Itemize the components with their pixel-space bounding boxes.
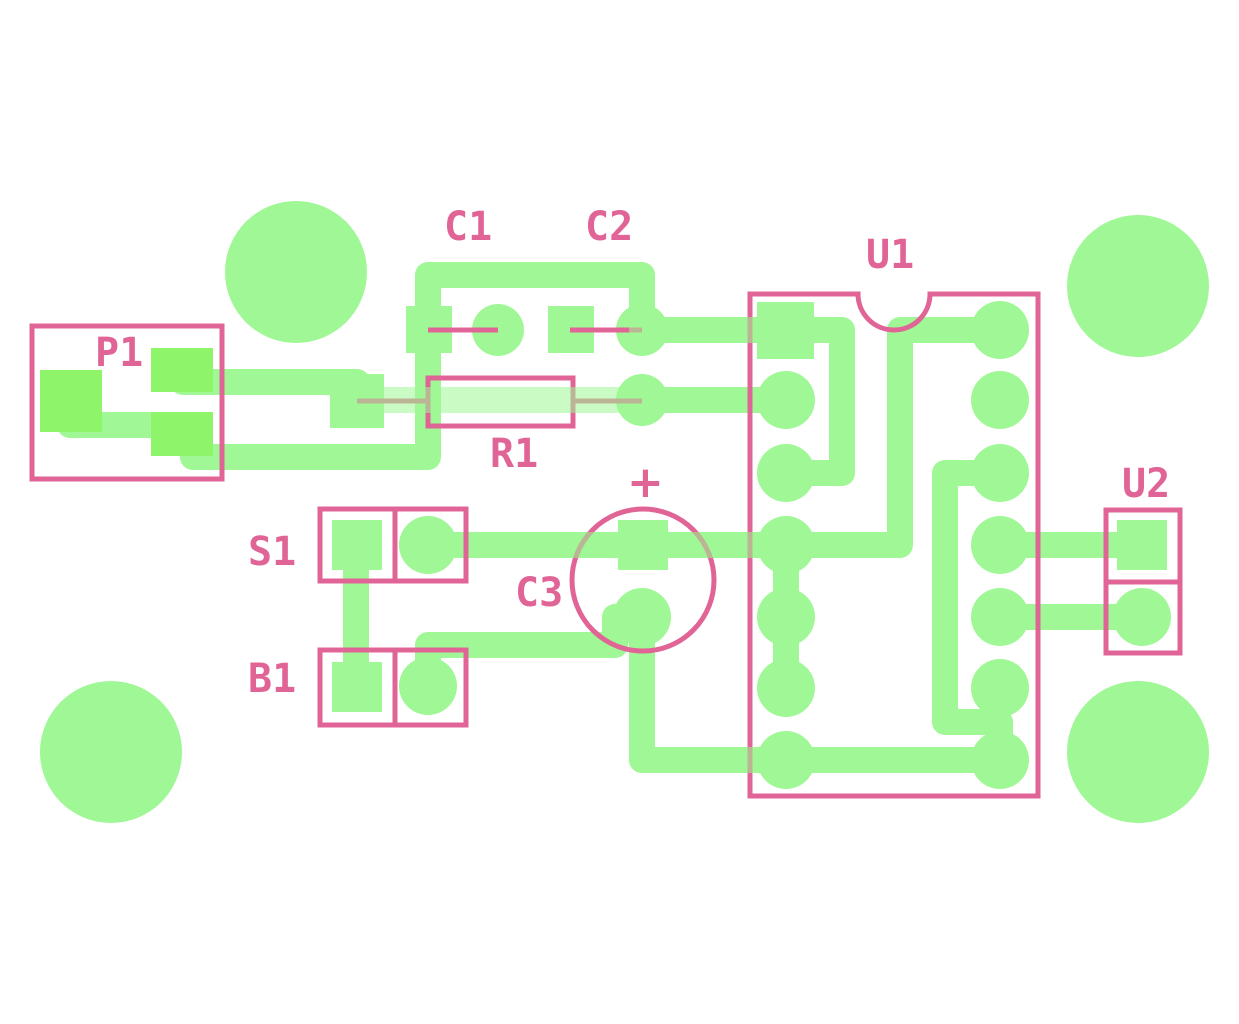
silkscreen — [29, 291, 1183, 799]
b1-pad-1 — [332, 662, 382, 712]
b1-pad-2 — [399, 657, 457, 715]
designator-labels: P1 C1 C2 R1 U1 U2 S1 B1 C3 + — [95, 204, 1170, 702]
mounting-hole-bottom-right — [1067, 681, 1209, 823]
u2-pad-2 — [1113, 588, 1171, 646]
u1-pin-5-pad — [757, 588, 815, 646]
p1-pad-1 — [40, 370, 102, 432]
u1-pin-10-pad — [971, 588, 1029, 646]
label-c1: C1 — [444, 204, 492, 250]
u1-outline — [747, 291, 1041, 799]
u1-pin-6-pad — [757, 659, 815, 717]
p1-pad-3 — [151, 412, 213, 456]
copper-pads — [330, 301, 1171, 789]
u1-pin-3-pad — [757, 444, 815, 502]
u1-pin-2-pad — [757, 371, 815, 429]
trace-p1-bus — [180, 317, 441, 470]
u1-pin-13-pad — [971, 371, 1029, 429]
s1-pad-2 — [399, 516, 457, 574]
mounting-hole-top-right — [1067, 215, 1209, 357]
s1-pad-1 — [332, 520, 382, 570]
trace-c1-c2-loop — [415, 262, 655, 343]
u1-pin-12-pad — [971, 444, 1029, 502]
label-u2: U2 — [1122, 461, 1170, 507]
c3-outline — [569, 506, 717, 654]
label-c2: C2 — [585, 204, 633, 250]
p1-smd-pads — [40, 348, 213, 456]
mounting-hole-top-left — [225, 201, 367, 343]
label-p1: P1 — [95, 330, 143, 376]
label-u1: U1 — [866, 232, 914, 278]
u2-pad-1 — [1117, 520, 1167, 570]
c3-pad-minus — [613, 588, 671, 646]
label-b1: B1 — [248, 656, 296, 702]
mounting-hole-bottom-left — [40, 681, 182, 823]
p1-outline — [29, 323, 225, 482]
c3-polarity-mark: + — [627, 457, 664, 508]
u1-pin-11-pad — [971, 516, 1029, 574]
u1-pin-14-pad — [971, 301, 1029, 359]
label-c3: C3 — [515, 570, 563, 616]
label-r1: R1 — [490, 431, 538, 477]
p1-pad-2 — [151, 348, 213, 392]
mounting-holes — [40, 201, 1209, 823]
copper-overlay — [344, 317, 1013, 773]
label-s1: S1 — [248, 529, 296, 575]
u1-pin-9-pad — [971, 659, 1029, 717]
